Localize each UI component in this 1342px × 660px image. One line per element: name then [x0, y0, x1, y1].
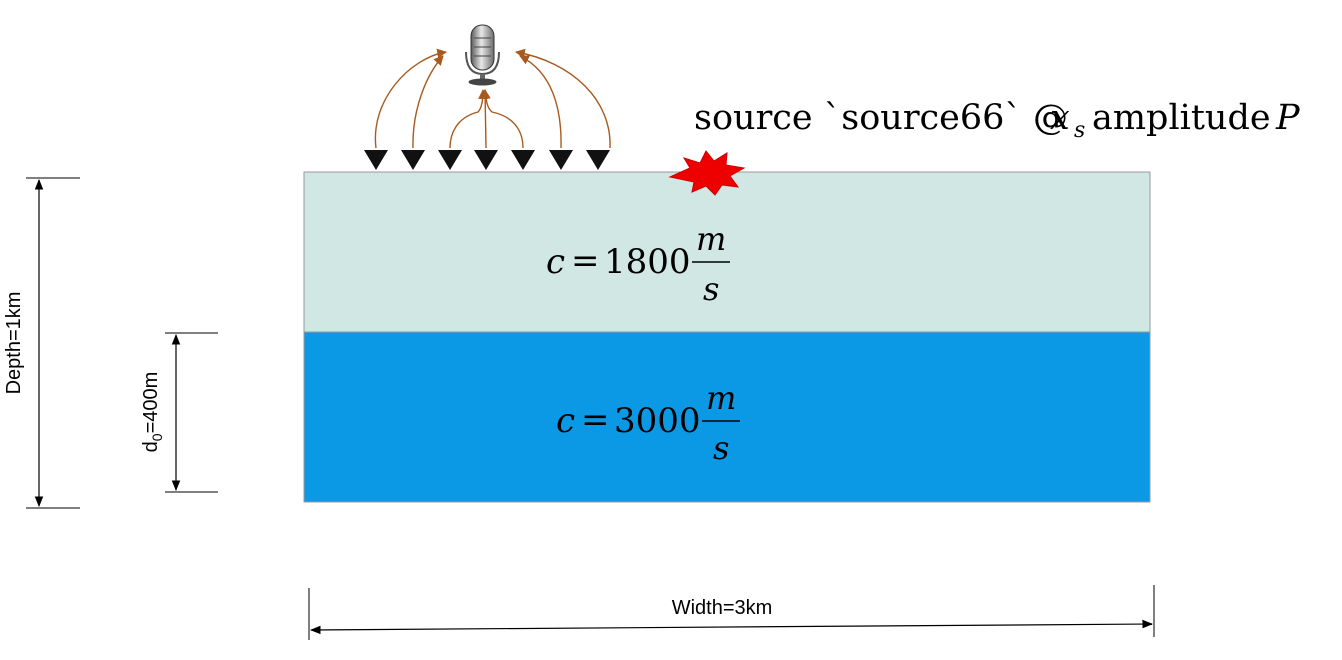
lower-velocity-equals: = — [581, 400, 610, 440]
upper-layer-velocity-label: c = 1800 m s — [546, 220, 730, 308]
depth-label: Depth=1km — [3, 292, 25, 395]
signal-arrow — [480, 89, 491, 149]
lower-velocity-symbol: c — [556, 401, 575, 441]
upper-velocity-equals: = — [571, 241, 600, 281]
upper-velocity-symbol: c — [546, 242, 565, 282]
lower-velocity-value: 3000 — [614, 401, 701, 441]
source-caption: source `source66` @ x s amplitude P — [694, 98, 1301, 143]
width-label: Width=3km — [672, 597, 773, 619]
lower-layer — [303, 331, 1151, 503]
receiver-triangle — [438, 150, 462, 170]
signal-arrow — [519, 55, 562, 149]
depth-dimension: Depth=1km — [3, 177, 80, 509]
receiver-triangle — [549, 150, 573, 170]
receiver-triangle — [474, 150, 498, 170]
signal-arrow — [515, 48, 611, 149]
lower-unit-denominator: s — [713, 429, 729, 467]
receiver-triangle — [511, 150, 535, 170]
d0-dimension: d0=400m — [140, 332, 218, 493]
explosion-source-icon — [668, 150, 746, 196]
signal-arrow — [481, 89, 524, 149]
source-caption-x-subscript: s — [1074, 118, 1085, 143]
signal-arrows — [374, 48, 611, 149]
upper-unit-denominator: s — [703, 270, 719, 308]
source-caption-x-symbol: x — [1050, 98, 1070, 138]
lower-layer-velocity-label: c = 3000 m s — [556, 379, 740, 467]
source-caption-prefix: source `source66` @ — [694, 98, 1068, 138]
receiver-triangle — [364, 150, 388, 170]
receiver-triangle — [401, 150, 425, 170]
upper-unit-numerator: m — [696, 220, 726, 258]
d0-label: d0=400m — [140, 372, 165, 453]
receiver-triangle — [586, 150, 610, 170]
lower-unit-numerator: m — [706, 379, 736, 417]
source-caption-middle: amplitude — [1092, 98, 1271, 138]
upper-velocity-value: 1800 — [604, 242, 691, 282]
receiver-array — [364, 150, 610, 170]
upper-layer — [303, 171, 1151, 333]
signal-arrow — [449, 89, 488, 149]
microphone-icon — [465, 24, 500, 86]
signal-arrow — [412, 55, 444, 149]
width-dimension: Width=3km — [308, 585, 1155, 640]
source-caption-amp-symbol: P — [1275, 98, 1301, 138]
